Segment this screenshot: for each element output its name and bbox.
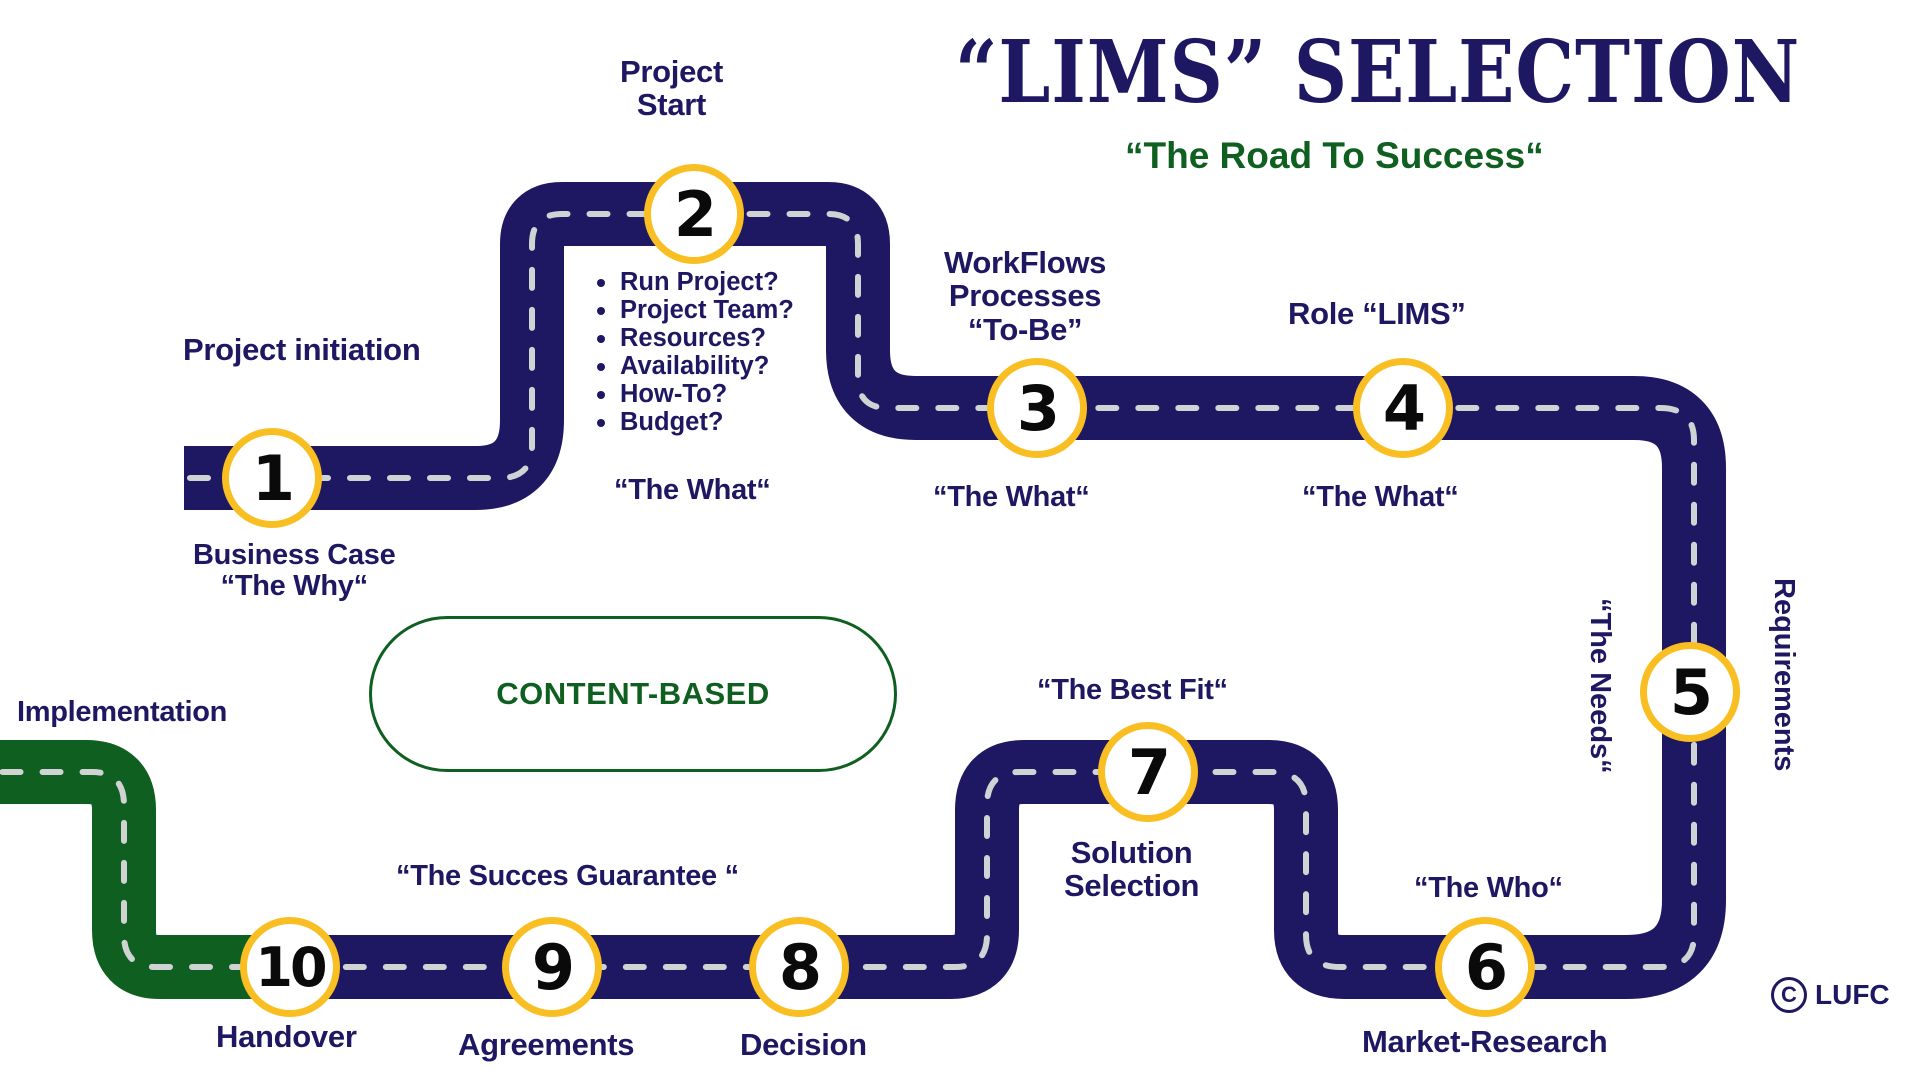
step-number: 10 bbox=[255, 935, 327, 999]
step-marker-6: 6 bbox=[1435, 917, 1535, 1017]
implementation-label: Implementation bbox=[17, 696, 228, 728]
step-4-top-label: Role “LIMS” bbox=[1288, 296, 1466, 331]
step-marker-9: 9 bbox=[502, 917, 602, 1017]
step-5-tag: “The Needs“ bbox=[1584, 598, 1616, 774]
step-marker-1: 1 bbox=[222, 428, 322, 528]
step-1-top-label: Project initiation bbox=[183, 332, 421, 367]
step-5-side-label: Requirements bbox=[1768, 578, 1800, 772]
step-number: 6 bbox=[1464, 930, 1508, 1004]
copyright: C LUFC bbox=[1771, 977, 1890, 1013]
step-3-tag: “The What“ bbox=[933, 481, 1090, 513]
step-number: 1 bbox=[251, 441, 295, 515]
step-7-label: Solution Selection bbox=[1064, 835, 1200, 904]
step-marker-2: 2 bbox=[644, 164, 744, 264]
step-number: 8 bbox=[778, 930, 822, 1004]
step-4-tag: “The What“ bbox=[1302, 481, 1459, 513]
step-2-checklist: Run Project? Project Team? Resources? Av… bbox=[592, 268, 794, 436]
step-9-tag: “The Succes Guarantee “ bbox=[396, 860, 739, 892]
step-2-top-label: Project Start bbox=[620, 54, 723, 123]
checklist-item: Run Project? bbox=[592, 268, 794, 296]
step-marker-10: 10 bbox=[240, 917, 340, 1017]
road-main bbox=[184, 182, 1726, 999]
page-subtitle: “The Road To Success“ bbox=[1125, 135, 1544, 176]
step-6-tag: “The Who“ bbox=[1414, 872, 1563, 904]
step-marker-7: 7 bbox=[1098, 722, 1198, 822]
step-8-label: Decision bbox=[740, 1027, 867, 1062]
checklist-item: Budget? bbox=[592, 408, 794, 436]
step-number: 2 bbox=[673, 177, 717, 251]
step-9-label: Agreements bbox=[458, 1027, 635, 1062]
step-10-label: Handover bbox=[216, 1019, 357, 1054]
step-number: 9 bbox=[531, 930, 575, 1004]
road-dashes-main bbox=[187, 211, 1697, 970]
step-7-tag: “The Best Fit“ bbox=[1037, 674, 1228, 706]
step-number: 5 bbox=[1669, 655, 1713, 729]
copyright-icon: C bbox=[1771, 977, 1807, 1013]
step-marker-8: 8 bbox=[749, 917, 849, 1017]
checklist-item: Project Team? bbox=[592, 296, 794, 324]
step-marker-3: 3 bbox=[987, 358, 1087, 458]
road-dashes-final bbox=[0, 769, 253, 970]
copyright-owner: LUFC bbox=[1815, 979, 1890, 1010]
step-number: 4 bbox=[1382, 371, 1426, 445]
road-final bbox=[0, 740, 260, 999]
step-marker-5: 5 bbox=[1640, 642, 1740, 742]
step-number: 7 bbox=[1127, 735, 1171, 809]
checklist-item: How-To? bbox=[592, 380, 794, 408]
step-3-top-label: WorkFlows Processes “To-Be” bbox=[944, 245, 1107, 347]
step-6-label: Market-Research bbox=[1362, 1024, 1608, 1059]
content-based-badge: CONTENT-BASED bbox=[369, 616, 897, 772]
checklist-item: Availability? bbox=[592, 352, 794, 380]
step-1-label: Business Case “The Why“ bbox=[193, 539, 396, 603]
page-title: “LIMS” SELECTION bbox=[955, 22, 1801, 123]
step-marker-4: 4 bbox=[1353, 358, 1453, 458]
checklist-item: Resources? bbox=[592, 324, 794, 352]
content-based-label: CONTENT-BASED bbox=[496, 676, 770, 711]
step-number: 3 bbox=[1016, 371, 1060, 445]
step-2-tag: “The What“ bbox=[614, 474, 771, 506]
